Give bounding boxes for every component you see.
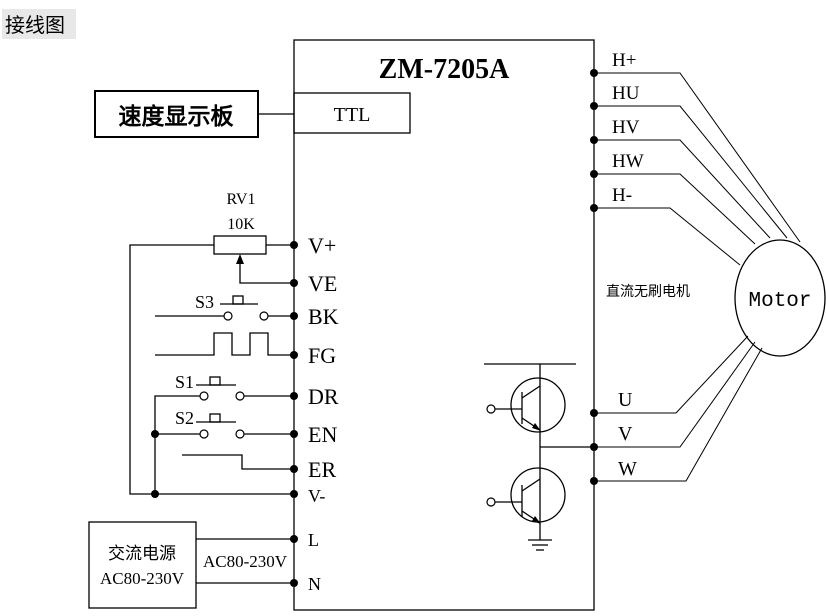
switch-s1-button [209, 376, 221, 386]
terminal-label-vminus: V- [308, 486, 325, 506]
switch-s2-button [209, 413, 221, 423]
transistor-lower [486, 467, 566, 524]
motor [734, 239, 826, 357]
terminal-label-vplus: V+ [308, 233, 336, 258]
terminal-dot-er [290, 465, 298, 473]
ac-power-range: AC80-230V [100, 569, 185, 588]
switch-s3-contact-b [259, 311, 269, 321]
terminal-dot-fg [290, 351, 298, 359]
terminal-label-hminus: H- [612, 185, 632, 206]
phase-wire-u [594, 335, 749, 414]
switch-s3-contact-a [223, 311, 233, 321]
terminal-label-hw: HW [612, 151, 644, 172]
terminal-label-bk: BK [308, 304, 339, 329]
transistor-upper [486, 377, 566, 433]
ac-power-title: 交流电源 [108, 544, 176, 564]
fg-pulse-wire [155, 332, 294, 356]
title-background [2, 9, 76, 39]
terminal-dot-en [290, 430, 298, 438]
controller-box [293, 39, 595, 611]
switch-s1-contact-a [199, 391, 209, 401]
ttl-label: TTL [334, 104, 371, 126]
junction-dot-en [151, 430, 159, 438]
terminal-dot-bk [290, 312, 298, 320]
phase-wire-v [594, 341, 756, 448]
potentiometer-name: RV1 [227, 191, 256, 208]
hall-wire-hplus [594, 72, 801, 243]
hall-wire-hw [594, 173, 756, 245]
ground-symbol [528, 539, 552, 551]
hall-wire-hu [594, 105, 788, 239]
wiper-wire [239, 262, 294, 284]
terminal-label-w: W [618, 458, 637, 480]
switch-s3-button [232, 295, 244, 305]
switch-s2-contact-a [199, 429, 209, 439]
terminal-label-er: ER [308, 457, 336, 482]
terminal-dot-dr [290, 392, 298, 400]
speed-display-label: 速度显示板 [119, 103, 235, 130]
wiper-arrow [236, 254, 244, 264]
terminal-label-en: EN [308, 422, 337, 447]
phase-wire-w [594, 347, 763, 482]
terminal-dot-vplus [290, 241, 298, 249]
ac-power-supply-box [88, 521, 197, 609]
switch-s3-label: S3 [195, 292, 214, 312]
terminal-label-hu: HU [612, 83, 640, 104]
motor-label: Motor [748, 290, 811, 313]
ttl-box [293, 92, 411, 134]
hall-wire-hminus [594, 207, 741, 266]
diagram-title: 接线图 [5, 13, 65, 37]
motor-caption: 直流无刷电机 [606, 283, 690, 300]
terminal-label-ve: VE [308, 271, 337, 296]
terminal-label-hv: HV [612, 117, 640, 138]
terminal-dot-ve [290, 279, 298, 287]
dr-wire-left [154, 395, 200, 434]
terminal-label-hplus: H+ [612, 50, 636, 71]
switch-s2-contact-b [235, 429, 245, 439]
terminal-label-v: V [618, 423, 633, 445]
power-wire-label: AC80-230V [203, 552, 288, 571]
terminal-label-dr: DR [308, 384, 339, 409]
hall-wire-hv [594, 139, 771, 239]
pot-ground-wire [129, 244, 294, 495]
switch-s1-label: S1 [175, 372, 194, 392]
terminal-label-l: L [308, 530, 319, 550]
terminal-label-fg: FG [308, 343, 336, 368]
terminal-label-u: U [618, 389, 633, 411]
controller-model: ZM-7205A [379, 54, 510, 85]
switch-s2-label: S2 [175, 408, 194, 428]
potentiometer-value: 10K [227, 216, 255, 233]
terminal-label-n: N [308, 574, 321, 594]
potentiometer-body [213, 235, 267, 255]
switch-s1-contact-b [235, 391, 245, 401]
junction-dot-vminus [151, 490, 159, 498]
terminal-dot-vminus [290, 490, 298, 498]
er-wire [182, 454, 294, 470]
